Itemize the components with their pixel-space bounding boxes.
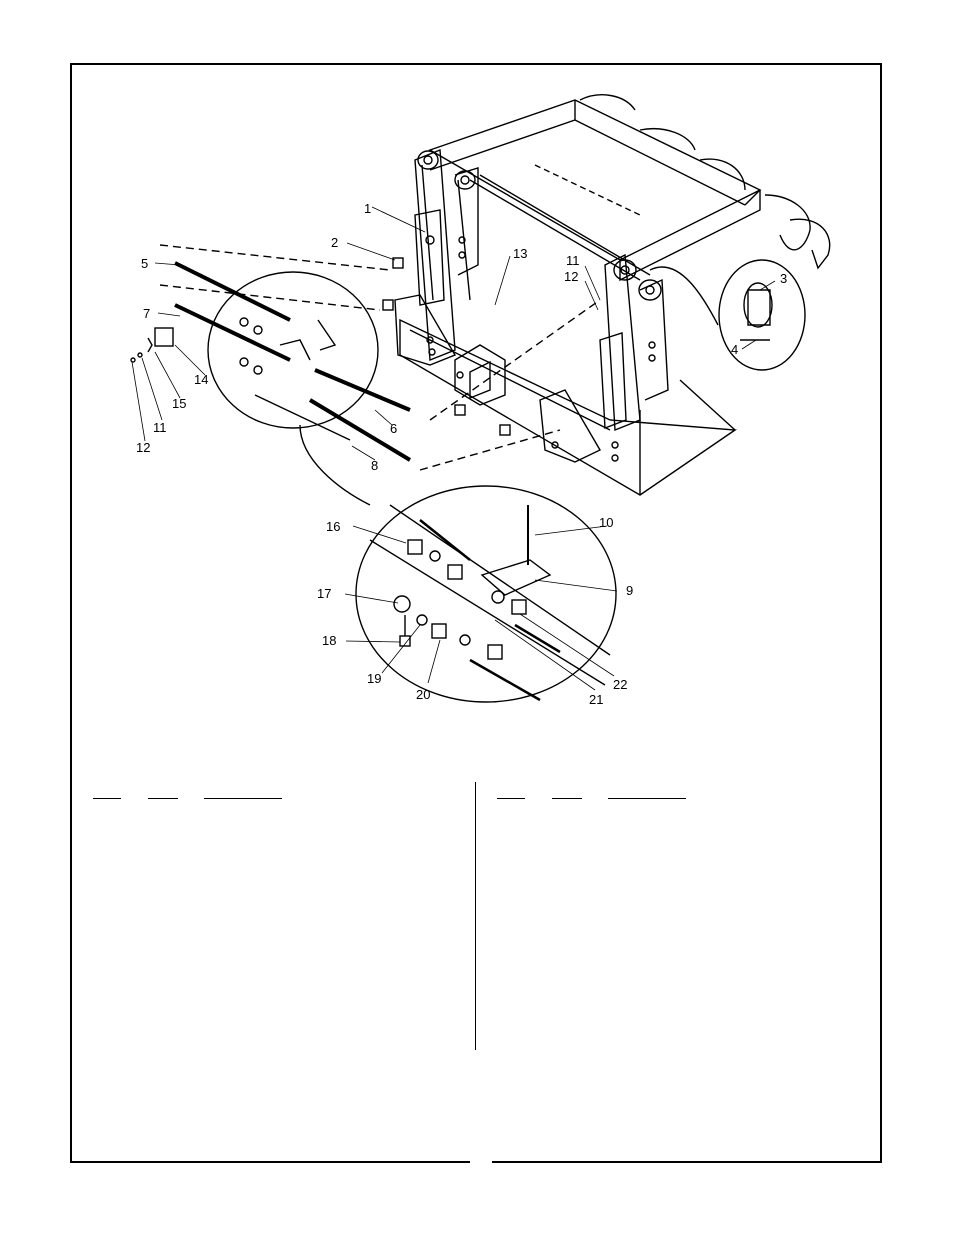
callout-label: 13 — [513, 246, 527, 261]
callout-label: 15 — [172, 396, 186, 411]
callout-label: 17 — [317, 586, 331, 601]
callout-label: 10 — [599, 515, 613, 530]
callout-label: 11 — [566, 253, 580, 268]
callout-label: 5 — [141, 256, 148, 271]
callout-label: 18 — [322, 633, 336, 648]
callout-label: 22 — [613, 677, 627, 692]
page-number-gap — [470, 1158, 492, 1168]
callout-label: 14 — [194, 372, 208, 387]
callout-label: 1 — [364, 201, 371, 216]
callout-label: 2 — [331, 235, 338, 250]
callout-label: 4 — [731, 342, 738, 357]
column-divider — [475, 782, 476, 1050]
callout-label: 11 — [153, 420, 167, 435]
loader-bucket-drawing — [130, 94, 831, 703]
left-table-header-3 — [204, 798, 282, 799]
callout-labels: 1 2 3 4 5 6 7 8 9 10 11 11 12 12 13 14 1… — [136, 201, 787, 707]
callout-label: 3 — [780, 271, 787, 286]
left-table-header-2 — [148, 798, 178, 799]
callout-label: 16 — [326, 519, 340, 534]
callout-label: 19 — [367, 671, 381, 686]
right-table-header-3 — [608, 798, 686, 799]
callout-label: 12 — [136, 440, 150, 455]
callout-label: 7 — [143, 306, 150, 321]
callout-label: 6 — [390, 421, 397, 436]
left-table-header-1 — [93, 798, 121, 799]
right-table-header-2 — [552, 798, 582, 799]
callout-label: 12 — [564, 269, 578, 284]
right-table-header-1 — [497, 798, 525, 799]
callout-label: 8 — [371, 458, 378, 473]
callout-label: 21 — [589, 692, 603, 707]
callout-leaders — [131, 206, 776, 691]
callout-label: 20 — [416, 687, 430, 702]
callout-label: 9 — [626, 583, 633, 598]
